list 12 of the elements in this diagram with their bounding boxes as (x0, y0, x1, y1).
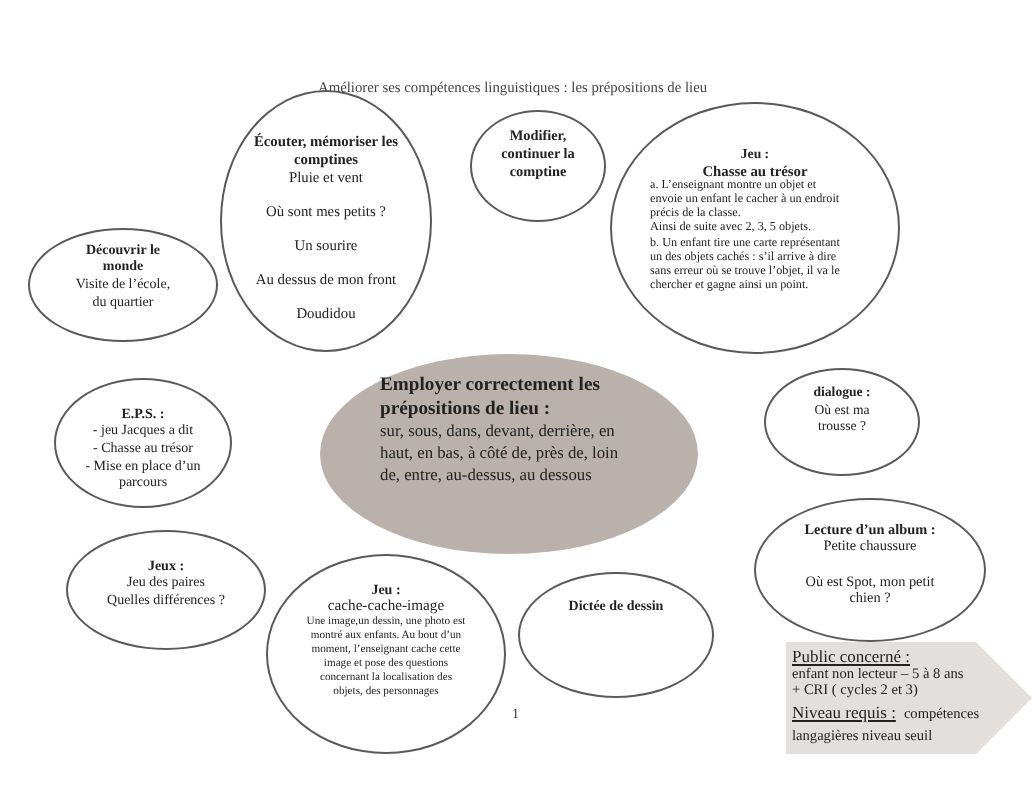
info-arrow-banner (786, 642, 1032, 754)
topic-ellipse (764, 368, 920, 476)
topic-ellipse (54, 378, 232, 508)
topic-ellipse (610, 102, 900, 354)
topic-ellipse (470, 110, 606, 222)
topic-heading: Employer correctement les prépositions de lieu : (380, 374, 602, 421)
topic-text: sur, sous, dans, devant, derrière, en haut, en bas, à côté de, près de, loin de, entre, au-dessus, au dessous (380, 420, 621, 487)
topic-ellipse (28, 228, 218, 342)
topic-ellipse (266, 554, 506, 754)
topic-ellipse (518, 572, 714, 698)
underlined-heading: Public concerné : (792, 648, 911, 667)
topic-ellipse (66, 530, 266, 650)
